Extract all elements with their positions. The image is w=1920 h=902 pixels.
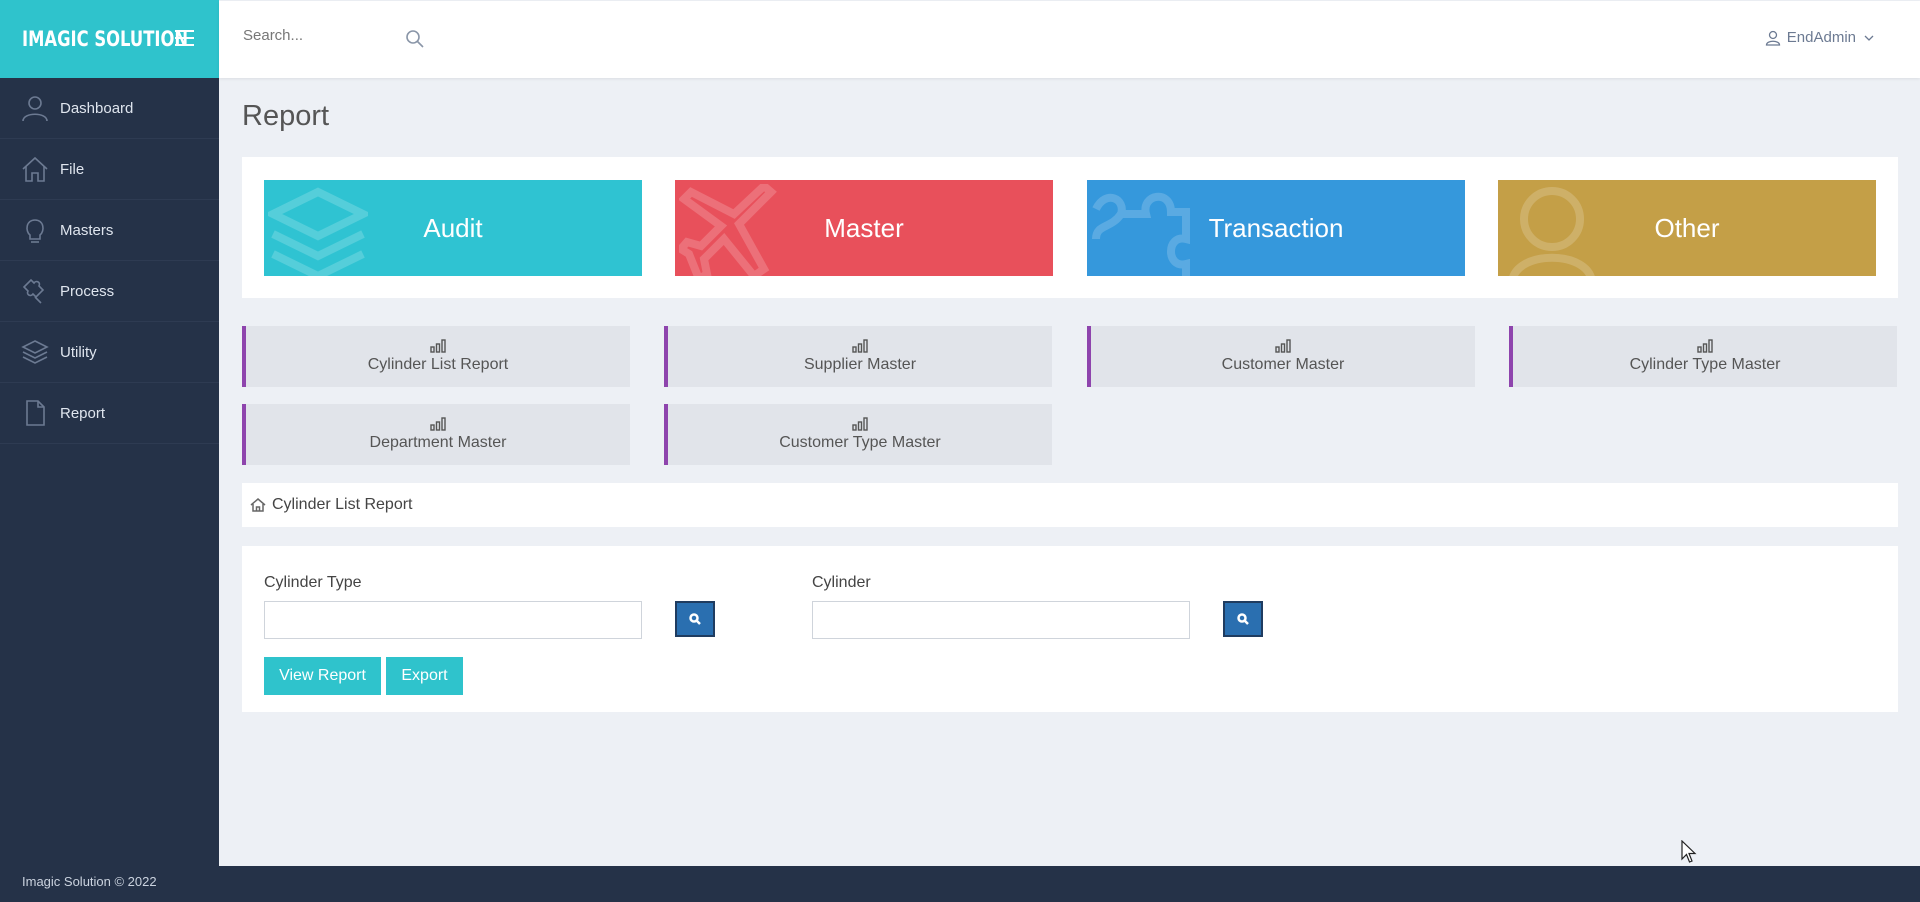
report-link-label: Supplier Master (803, 356, 917, 373)
user-name: EndAdmin (1786, 29, 1856, 46)
mouse-cursor-icon (1681, 839, 1697, 869)
report-link-label: Customer Type Master (779, 434, 941, 451)
breadcrumb: Cylinder List Report (242, 483, 1898, 527)
bar-chart-icon (852, 339, 868, 353)
tile-label: Transaction (1208, 212, 1344, 243)
report-link-supplier-master[interactable]: Supplier Master (664, 326, 1052, 387)
search-icon[interactable] (405, 29, 425, 49)
home-icon[interactable] (250, 497, 266, 513)
report-link-label: Cylinder List Report (367, 356, 509, 373)
export-button[interactable]: Export (386, 657, 463, 695)
report-link-cylinder-list[interactable]: Cylinder List Report (242, 326, 630, 387)
sidebar-item-dashboard[interactable]: Dashboard (0, 78, 219, 139)
home-icon (20, 154, 50, 184)
layers-icon (20, 337, 50, 367)
view-report-button[interactable]: View Report (264, 657, 381, 695)
report-link-label: Customer Master (1221, 356, 1345, 373)
cylinder-type-label: Cylinder Type (264, 574, 362, 591)
bar-chart-icon (1275, 339, 1291, 353)
tile-audit[interactable]: Audit (264, 180, 642, 276)
brand-logo: IMAGIC SOLUTION (22, 27, 189, 51)
cylinder-input[interactable] (812, 601, 1190, 639)
bar-chart-icon (1697, 339, 1713, 353)
user-menu[interactable]: EndAdmin (1765, 29, 1880, 46)
plane-icon (675, 180, 779, 276)
sidebar-item-label: Report (60, 404, 106, 422)
page-title: Report (242, 100, 330, 132)
puzzle-icon (1091, 184, 1191, 276)
sidebar-item-utility[interactable]: Utility (0, 322, 219, 383)
bulb-icon (20, 215, 50, 245)
cylinder-label: Cylinder (812, 574, 871, 591)
tile-label: Other (1654, 212, 1720, 243)
hamburger-menu-icon[interactable] (175, 30, 194, 46)
category-tiles-panel: Audit Master Transaction Other (242, 157, 1898, 298)
report-filter-form: Cylinder Type Cylinder View Report Expor… (242, 546, 1898, 712)
brand-bar: IMAGIC SOLUTION (0, 0, 219, 78)
file-icon (20, 398, 50, 428)
sidebar-item-label: Process (60, 282, 115, 300)
user-icon (20, 93, 50, 123)
user-icon (1765, 30, 1780, 46)
bar-chart-icon (430, 339, 446, 353)
sidebar-nav: Dashboard File Masters Process Utility (0, 78, 219, 444)
tile-master[interactable]: Master (675, 180, 1053, 276)
sidebar-item-label: Masters (60, 221, 114, 239)
puzzle-icon (20, 276, 50, 306)
report-link-department-master[interactable]: Department Master (242, 404, 630, 465)
sidebar-item-process[interactable]: Process (0, 261, 219, 322)
search-icon (1237, 613, 1249, 625)
bar-chart-icon (430, 417, 446, 431)
search-input[interactable] (243, 27, 383, 44)
sidebar-item-label: Dashboard (60, 99, 134, 117)
report-link-customer-type-master[interactable]: Customer Type Master (664, 404, 1052, 465)
sidebar-item-masters[interactable]: Masters (0, 200, 219, 261)
sidebar: IMAGIC SOLUTION Dashboard File Masters (0, 0, 219, 866)
sidebar-item-label: Utility (60, 343, 97, 361)
search-icon (689, 613, 701, 625)
tile-label: Audit (423, 212, 483, 243)
copyright-text: Imagic Solution © 2022 (22, 874, 157, 889)
report-link-cylinder-type-master[interactable]: Cylinder Type Master (1509, 326, 1897, 387)
report-link-customer-master[interactable]: Customer Master (1087, 326, 1475, 387)
footer-bar (0, 866, 1920, 902)
top-header: EndAdmin (219, 1, 1920, 78)
sidebar-item-file[interactable]: File (0, 139, 219, 200)
cylinder-type-input[interactable] (264, 601, 642, 639)
user-icon (1502, 184, 1602, 276)
sidebar-item-report[interactable]: Report (0, 383, 219, 444)
breadcrumb-current: Cylinder List Report (272, 496, 413, 513)
cylinder-type-search-button[interactable] (675, 601, 715, 637)
cylinder-search-button[interactable] (1223, 601, 1263, 637)
tile-transaction[interactable]: Transaction (1087, 180, 1465, 276)
bar-chart-icon (852, 417, 868, 431)
tile-label: Master (824, 212, 904, 243)
tile-other[interactable]: Other (1498, 180, 1876, 276)
report-link-label: Department Master (369, 434, 507, 451)
layers-icon (264, 184, 373, 276)
sidebar-item-label: File (60, 160, 85, 178)
chevron-down-icon (1864, 35, 1874, 41)
report-link-label: Cylinder Type Master (1629, 356, 1781, 373)
